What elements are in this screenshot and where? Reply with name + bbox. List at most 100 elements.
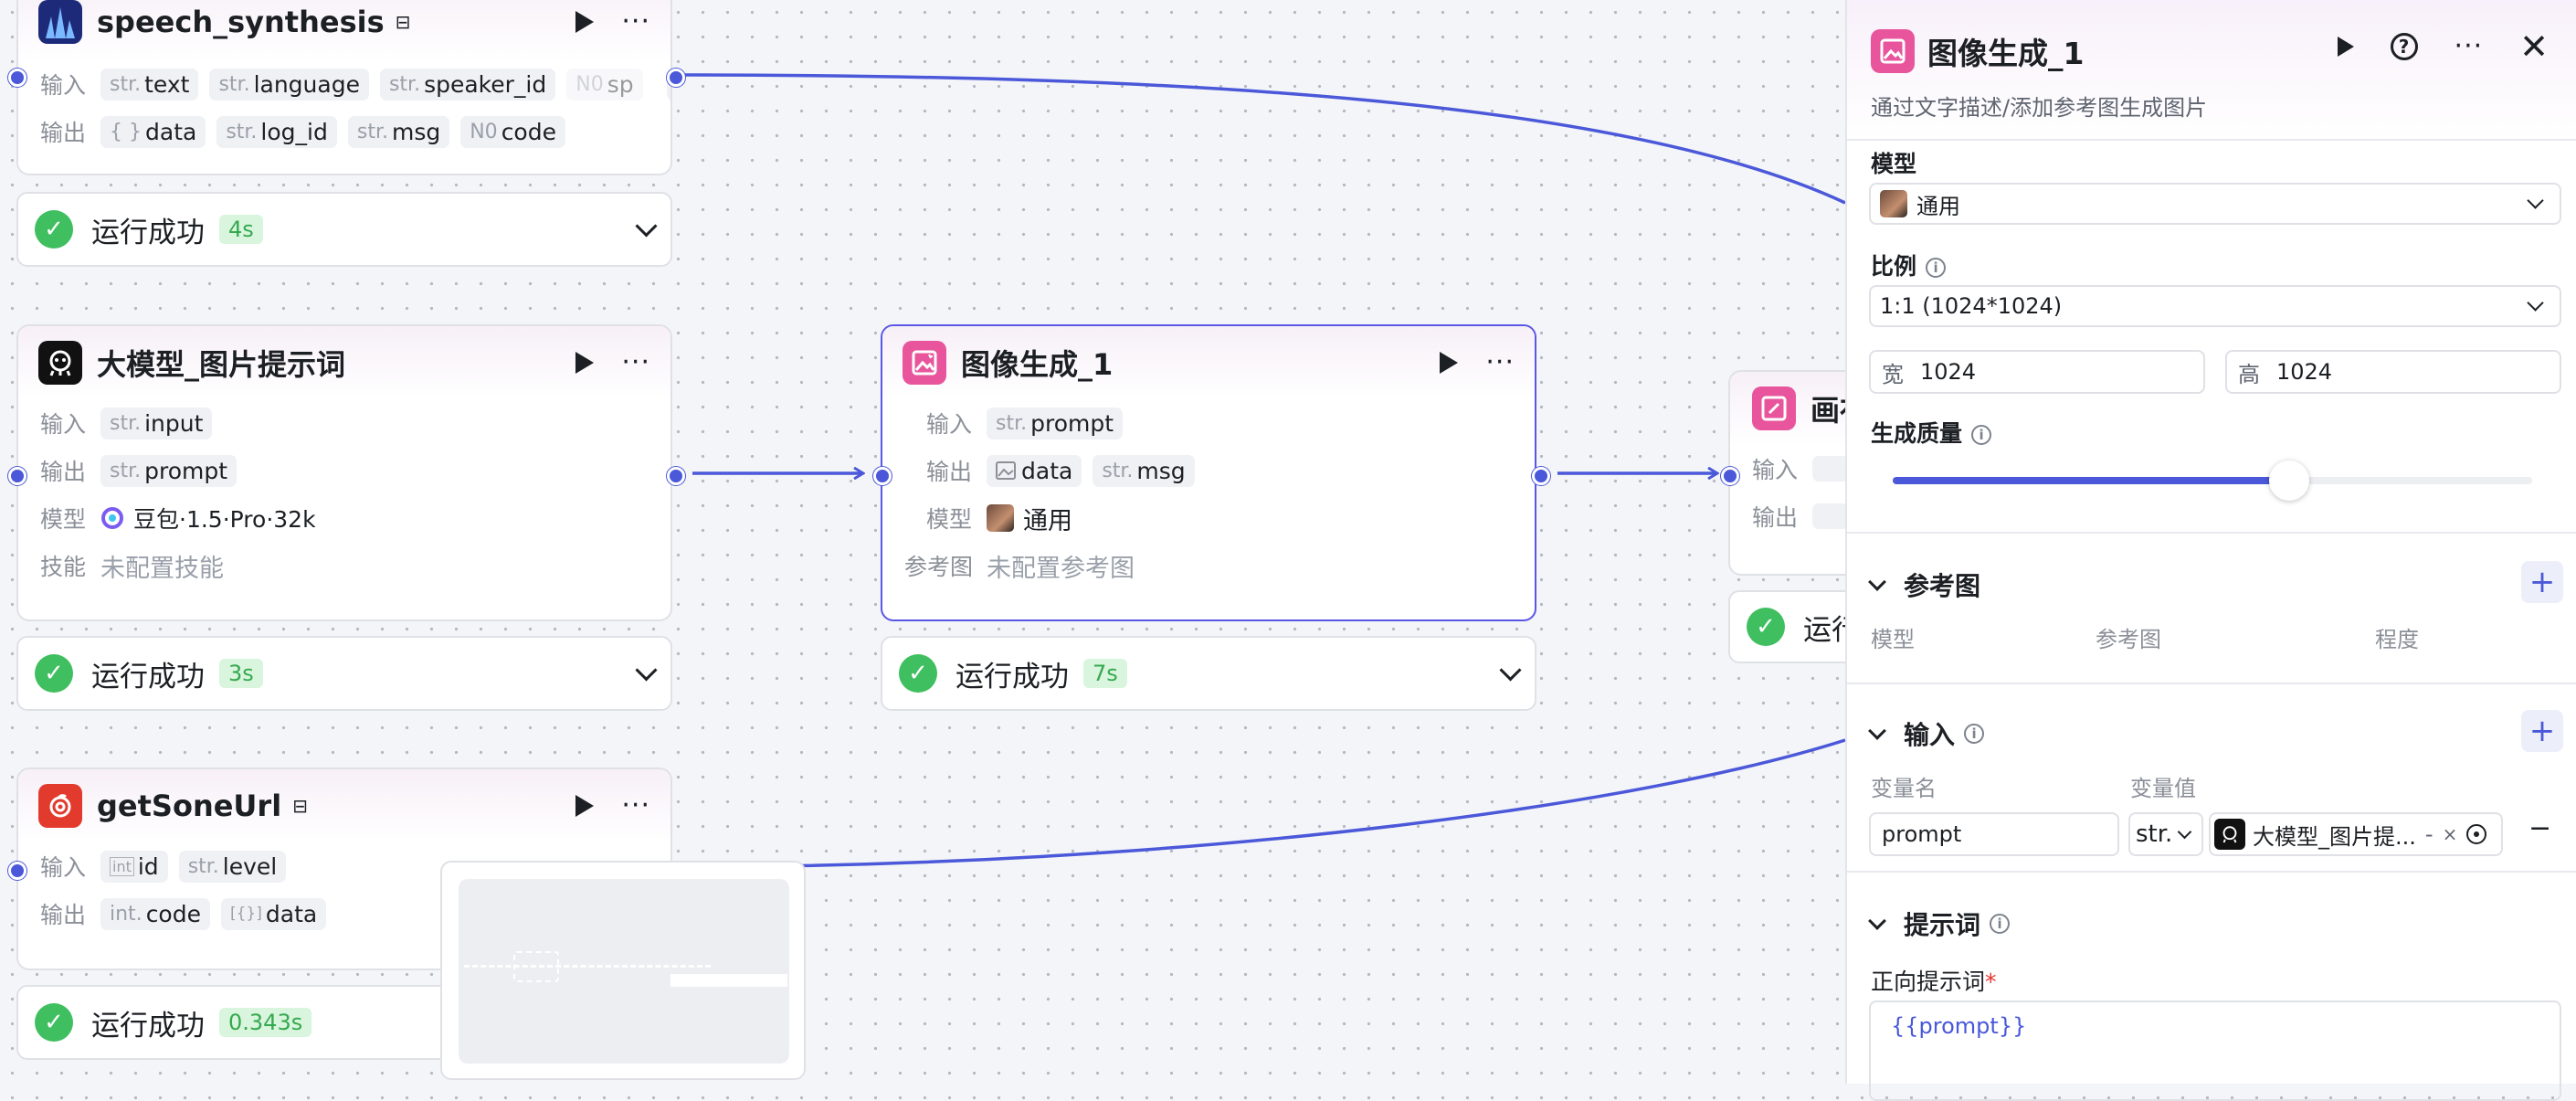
- duration-badge: 4s: [219, 215, 263, 244]
- param-tag: str.level: [178, 850, 287, 883]
- output-port[interactable]: [667, 69, 685, 87]
- height-input[interactable]: 高 1024: [2225, 350, 2561, 394]
- model-name: 通用: [1023, 506, 1072, 535]
- output-label: 输出: [40, 120, 87, 146]
- run-button[interactable]: [2337, 37, 2354, 57]
- chevron-down-icon[interactable]: [1499, 658, 1522, 682]
- ref-separator: -: [2424, 821, 2433, 847]
- ratio-value: 1:1 (1024*1024): [1880, 293, 2063, 319]
- info-icon[interactable]: i: [1990, 914, 2011, 934]
- add-input-button[interactable]: +: [2521, 710, 2563, 752]
- param-tag: { }data: [100, 115, 206, 148]
- run-button[interactable]: [1440, 352, 1459, 374]
- variable-name-input[interactable]: prompt: [1869, 812, 2119, 856]
- run-status-image[interactable]: ✓ 运行成功 7s: [881, 636, 1536, 711]
- info-icon[interactable]: i: [1964, 724, 1985, 744]
- skill-label: 技能: [40, 554, 87, 580]
- info-icon[interactable]: i: [1971, 425, 1992, 445]
- image-generation-icon: [903, 341, 946, 385]
- input-port[interactable]: [8, 862, 26, 880]
- output-port[interactable]: [667, 467, 685, 485]
- reference-section-toggle[interactable]: 参考图: [1868, 566, 1980, 603]
- input-port[interactable]: [873, 467, 892, 485]
- add-reference-button[interactable]: +: [2521, 561, 2563, 603]
- remove-variable-button[interactable]: −: [2528, 812, 2552, 844]
- status-text: 运行成功: [955, 660, 1069, 693]
- chevron-down-icon[interactable]: [635, 214, 658, 238]
- input-row: 输入 str.text str.language str.speaker_id …: [18, 60, 670, 108]
- chevron-down-icon[interactable]: [635, 658, 658, 682]
- run-button[interactable]: [575, 11, 595, 33]
- input-port[interactable]: [8, 467, 26, 485]
- width-input[interactable]: 宽 1024: [1869, 350, 2205, 394]
- more-icon[interactable]: ···: [1485, 346, 1515, 378]
- more-params-button[interactable]: ···: [666, 68, 670, 101]
- image-generation-icon: [1871, 29, 1915, 73]
- run-button[interactable]: [575, 352, 595, 374]
- input-label: 输入: [926, 411, 973, 438]
- duration-badge: 3s: [219, 659, 263, 688]
- check-icon: ✓: [899, 654, 937, 693]
- target-icon[interactable]: [2466, 824, 2487, 844]
- node-config-panel: 图像生成_1 ? ··· ✕ 通过文字描述/添加参考图生成图片 模型 通用 比例…: [1845, 0, 2576, 1101]
- output-label: 输出: [1752, 504, 1799, 531]
- model-value: 通用: [1916, 193, 1960, 219]
- ratio-select[interactable]: 1:1 (1024*1024): [1869, 285, 2561, 327]
- more-icon[interactable]: ···: [621, 789, 650, 821]
- chevron-down-icon: [2527, 293, 2544, 312]
- input-port[interactable]: [8, 69, 26, 87]
- node-title: 大模型_图片提示词: [97, 347, 346, 382]
- info-icon[interactable]: i: [1926, 258, 1947, 278]
- more-icon[interactable]: ···: [621, 346, 650, 378]
- status-text: 运行成功: [91, 216, 205, 249]
- sound-wave-icon: [38, 0, 82, 44]
- close-icon[interactable]: ✕: [2519, 26, 2549, 67]
- model-avatar: [987, 504, 1014, 532]
- model-select[interactable]: 通用: [1869, 183, 2561, 225]
- reference-label: 参考图: [904, 554, 974, 580]
- positive-prompt-label: 正向提示词*: [1871, 969, 1997, 995]
- node-title: 图像生成_1: [961, 347, 1114, 382]
- variable-type-select[interactable]: str.: [2128, 812, 2203, 856]
- positive-prompt-textarea[interactable]: {{prompt}}: [1869, 1000, 2561, 1101]
- more-icon[interactable]: ···: [2454, 30, 2484, 62]
- node-speech-synthesis[interactable]: speech_synthesis ⊟ ··· 输入 str.text str.l…: [16, 0, 672, 175]
- status-text: 运行成功: [91, 660, 205, 693]
- minimap-viewport: [459, 879, 789, 1064]
- slider-knob[interactable]: [2269, 461, 2309, 501]
- clear-icon[interactable]: ×: [2442, 823, 2458, 845]
- param-tag: [1812, 503, 1849, 529]
- node-llm-image-prompt[interactable]: 大模型_图片提示词 ··· 输入 str.input 输出 str.prompt…: [16, 324, 672, 621]
- height-value: 1024: [2276, 359, 2333, 385]
- param-tag: int.code: [100, 897, 210, 930]
- param-tag: str.language: [209, 68, 369, 101]
- panel-title: 图像生成_1: [1927, 36, 2085, 71]
- node-title: speech_synthesis: [97, 5, 385, 39]
- node-image-generation[interactable]: 图像生成_1 ··· 输入 str.prompt 输出 data str.msg…: [881, 324, 1536, 621]
- variable-ref-select[interactable]: 大模型_图片提... - ×: [2209, 812, 2503, 856]
- input-port[interactable]: [1721, 467, 1739, 485]
- quality-slider[interactable]: [1893, 461, 2532, 501]
- model-row: 模型 豆包·1.5·Pro·32k: [18, 494, 670, 542]
- run-status-llm[interactable]: ✓ 运行成功 3s: [16, 636, 672, 711]
- check-icon: ✓: [1747, 608, 1785, 646]
- minimap[interactable]: [440, 861, 806, 1080]
- prompt-value: {{prompt}}: [1891, 1013, 2027, 1039]
- column-header: 变量名: [1871, 776, 1937, 801]
- output-port[interactable]: [1532, 467, 1550, 485]
- help-icon[interactable]: ?: [2390, 33, 2418, 60]
- panel-description: 通过文字描述/添加参考图生成图片: [1871, 95, 2208, 121]
- model-avatar: [1880, 190, 1907, 217]
- more-icon[interactable]: ···: [621, 5, 650, 37]
- run-button[interactable]: [575, 795, 595, 817]
- output-label: 输出: [926, 459, 973, 485]
- run-status-speech[interactable]: ✓ 运行成功 4s: [16, 192, 672, 267]
- param-tag: str.log_id: [216, 115, 337, 148]
- input-row: 输入: [1730, 445, 2001, 492]
